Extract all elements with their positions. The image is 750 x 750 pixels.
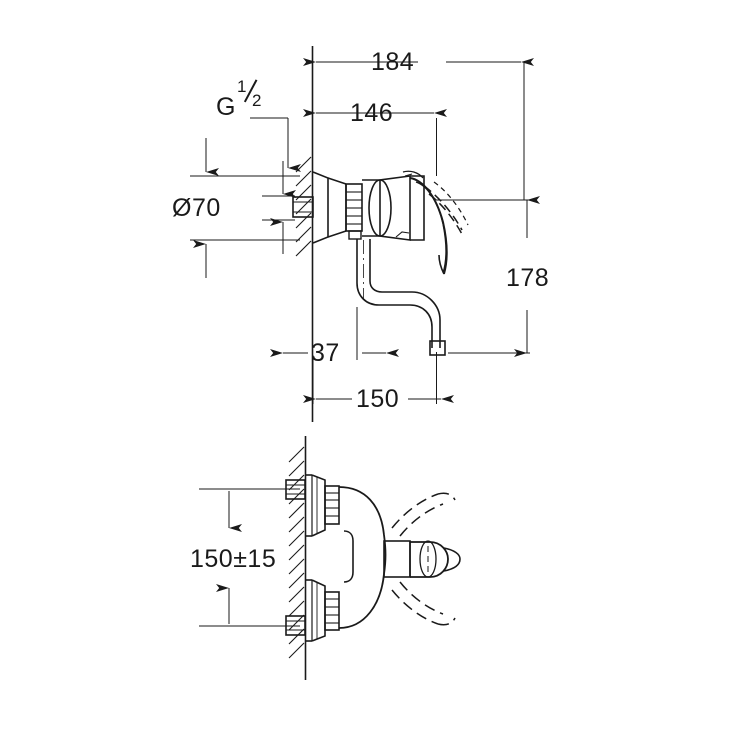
- front-view-wall: [288, 436, 307, 680]
- front-view-mixer-body: [285, 474, 461, 642]
- dimension-label-150-tolerance: 150±15: [190, 545, 277, 573]
- dimension-label-diameter-70: Ø70: [172, 194, 221, 222]
- front-view-dimension-lines: [199, 488, 300, 627]
- thread-callout-prefix: G: [216, 93, 236, 121]
- side-view-dimension-lines: [190, 58, 540, 404]
- dimension-label-184: 184: [371, 48, 415, 76]
- fraction-denominator: 2: [251, 91, 262, 110]
- dimension-label-150: 150: [356, 385, 400, 413]
- dimension-label-178: 178: [506, 264, 550, 292]
- side-view-mixer-body: [292, 170, 469, 356]
- dimension-label-146: 146: [350, 99, 394, 127]
- fraction-numerator: 1: [236, 77, 247, 96]
- dimension-label-37: 37: [311, 339, 340, 367]
